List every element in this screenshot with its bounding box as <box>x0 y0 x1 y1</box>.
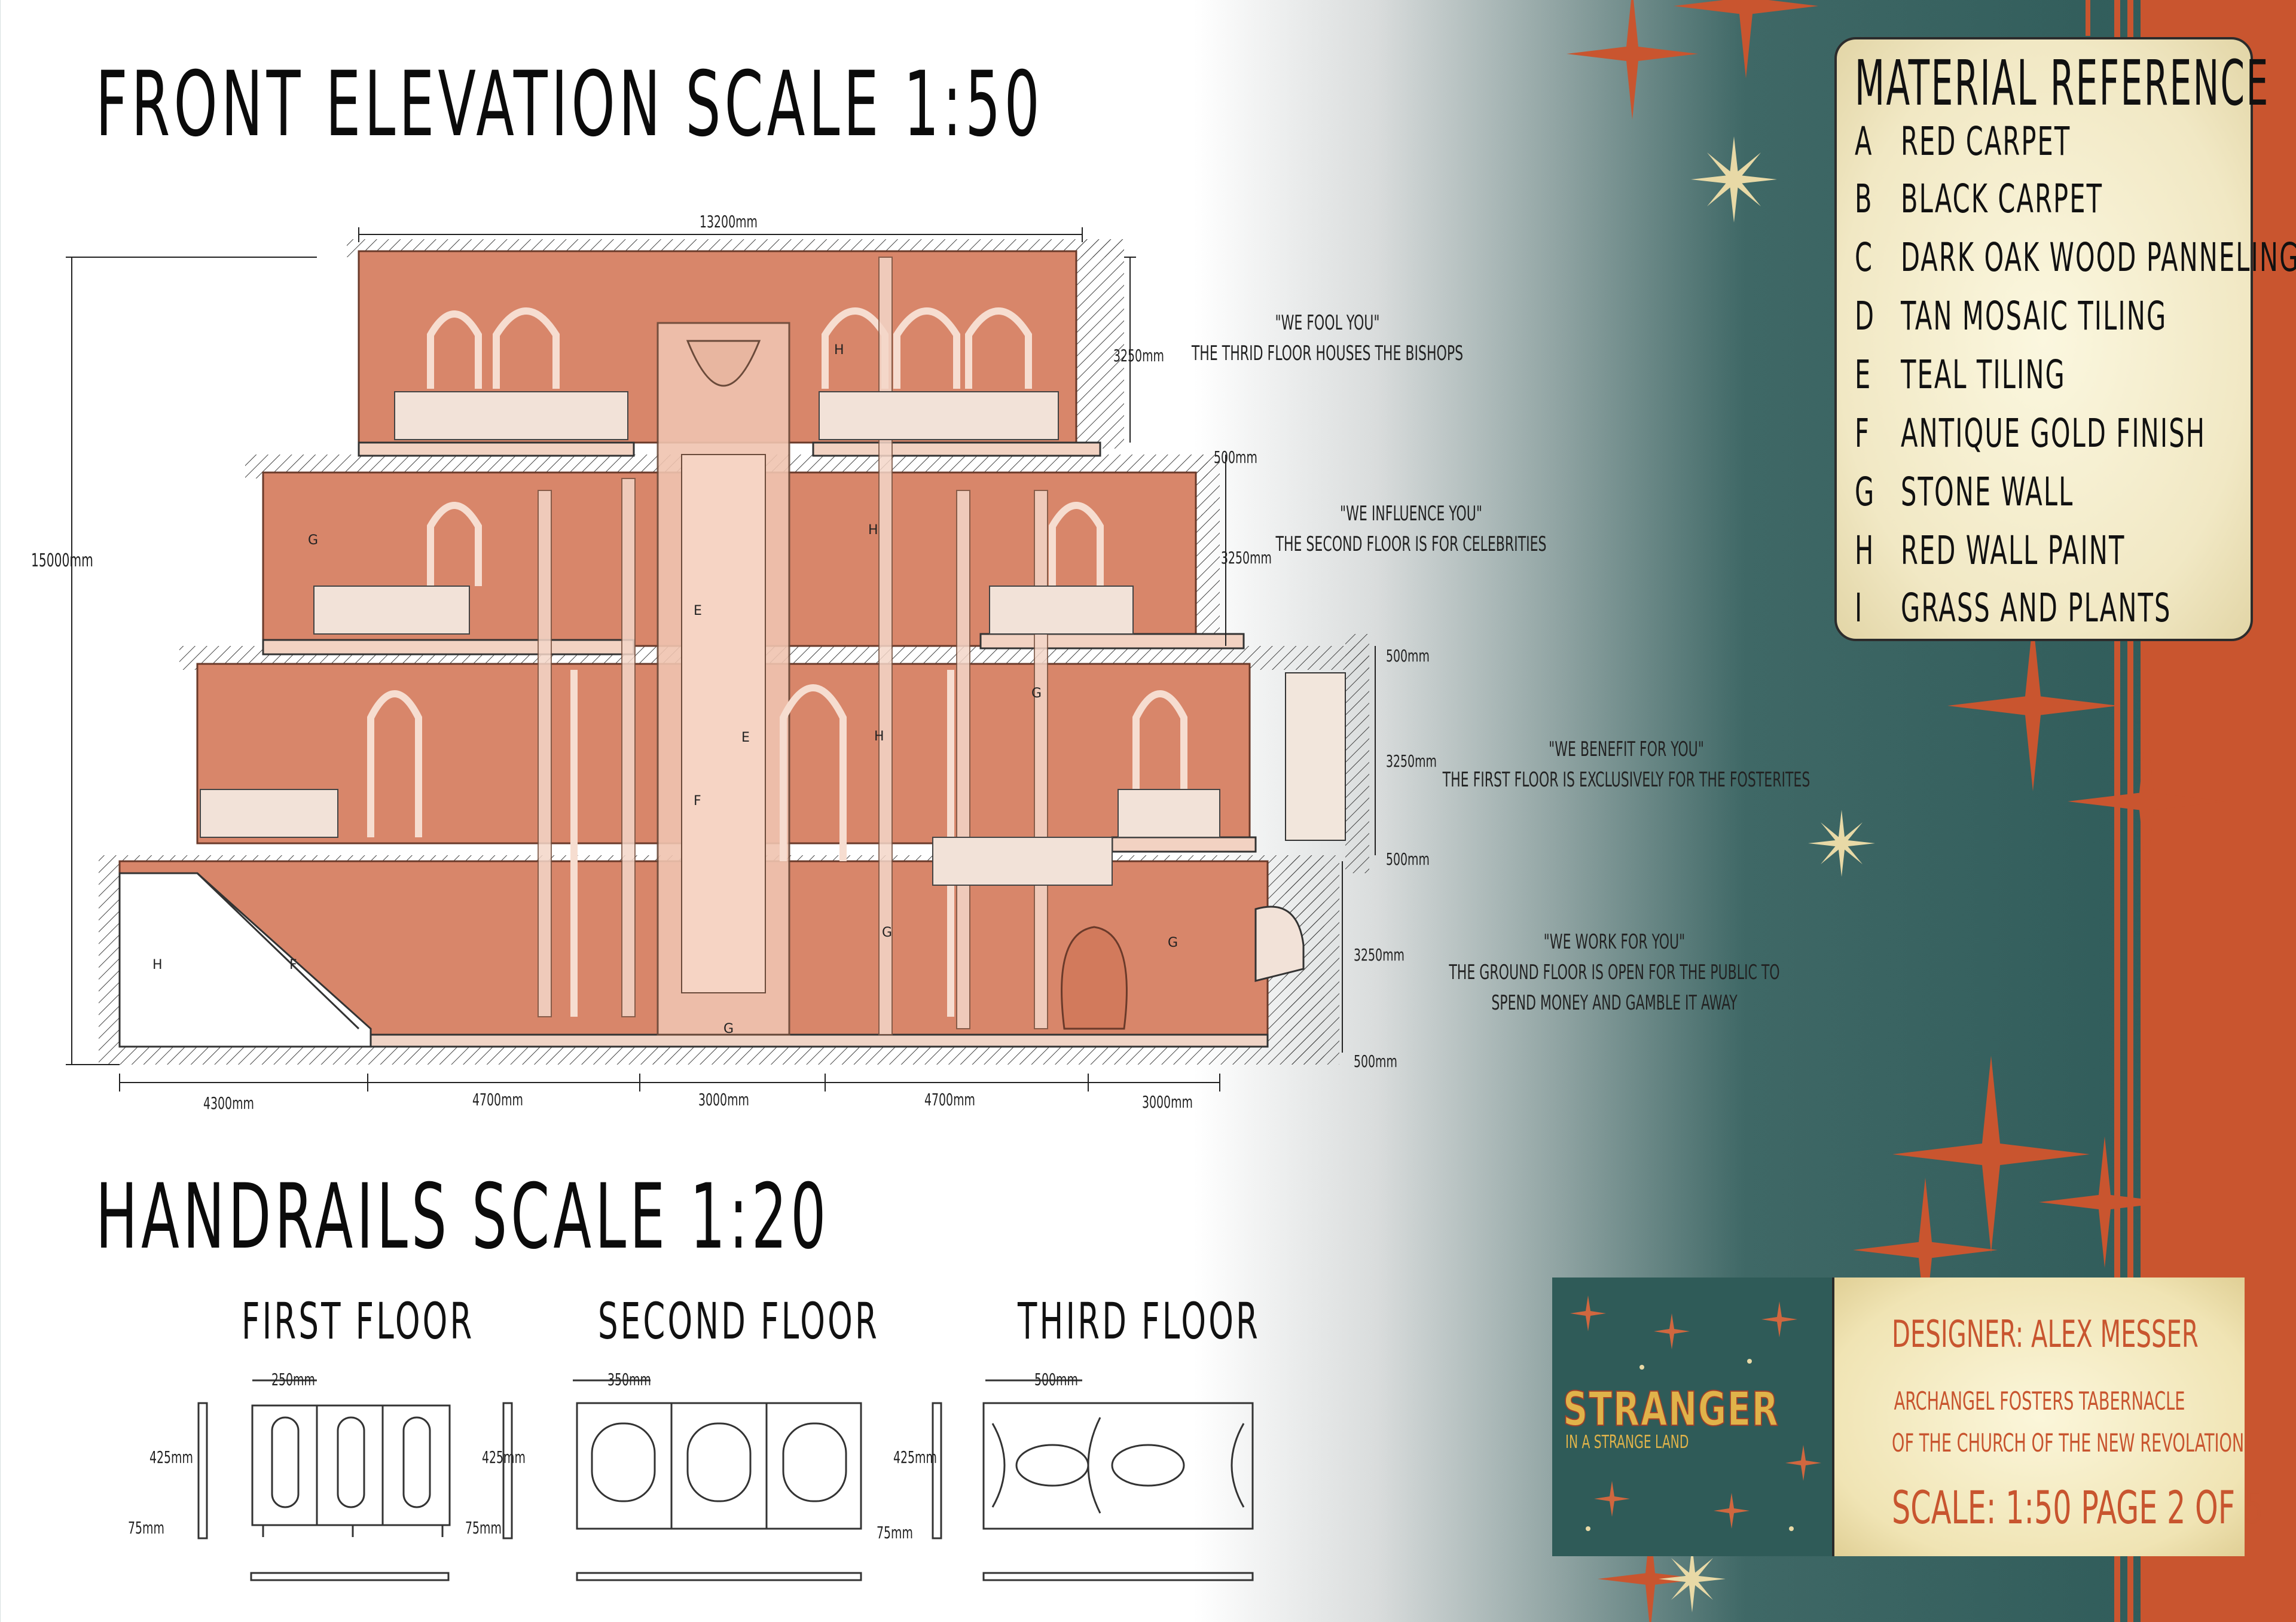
note-text: THE THRID FLOOR HOUSES THE BISHOPS <box>1191 342 1464 365</box>
label-f: F <box>694 794 701 809</box>
material-name: ANTIQUE GOLD FINISH <box>1901 410 2206 456</box>
wall-body <box>118 250 1346 1048</box>
dim-floor-height: 3250mm <box>1354 945 1405 965</box>
material-item: H RED WALL PAINT <box>1855 528 2125 574</box>
note-quote: "WE FOOL YOU" <box>1275 311 1380 335</box>
label-g: G <box>1168 935 1178 950</box>
project-line-2: OF THE CHURCH OF THE NEW REVOLATION <box>1892 1428 2245 1458</box>
material-item: F ANTIQUE GOLD FINISH <box>1855 410 2206 456</box>
material-item: C DARK OAK WOOD PANNELING <box>1855 234 2296 281</box>
dim-slab: 500mm <box>1386 646 1430 666</box>
handrail-base: 75mm <box>128 1518 164 1538</box>
material-letter: G <box>1855 469 1876 515</box>
material-letter: B <box>1855 176 1873 222</box>
material-name: STONE WALL <box>1901 469 2074 515</box>
label-g: G <box>882 925 892 940</box>
dim-floor-height: 3250mm <box>1386 751 1437 771</box>
handrail-label-second: SECOND FLOOR <box>598 1292 880 1350</box>
label-h: H <box>868 523 878 538</box>
dim-bottom: 4300mm <box>203 1093 254 1113</box>
material-name: BLACK CARPET <box>1901 176 2103 222</box>
handrail-width-second: 350mm <box>607 1370 651 1389</box>
material-reference-panel: MATERIAL REFERENCE A RED CARPET B BLACK CA… <box>1834 37 2296 641</box>
stripe-line <box>2114 0 2120 1622</box>
material-letter: C <box>1855 234 1874 281</box>
handrail-height: 425mm <box>149 1447 193 1467</box>
logo-panel: STRANGER IN A STRANGE LAND <box>1552 1278 1834 1556</box>
note-first-floor: "WE BENEFIT FOR YOU" THE FIRST FLOOR IS … <box>1433 734 1820 795</box>
handrails-title: HANDRAILS SCALE 1:20 <box>96 1165 830 1269</box>
material-letter: I <box>1855 585 1864 631</box>
handrail-height: 425mm <box>893 1447 937 1467</box>
material-name: TAN MOSAIC TILING <box>1901 293 2167 339</box>
material-letter: A <box>1855 118 1873 164</box>
material-name: TEAL TILING <box>1901 352 2066 398</box>
front-elevation-title: FRONT ELEVATION SCALE 1:50 <box>96 53 1043 157</box>
note-text: THE GROUND FLOOR IS OPEN FOR THE PUBLIC … <box>1449 961 1780 984</box>
dim-floor-height: 3250mm <box>1221 548 1272 568</box>
material-item: D TAN MOSAIC TILING <box>1855 293 2167 339</box>
dim-bottom: 3000mm <box>698 1090 749 1109</box>
material-letter: D <box>1855 293 1876 339</box>
material-letter: H <box>1855 528 1875 574</box>
label-g: G <box>723 1022 734 1036</box>
note-quote: "WE INFLUENCE YOU" <box>1340 502 1482 526</box>
note-quote: "WE BENEFIT FOR YOU" <box>1549 737 1704 761</box>
material-name: GRASS AND PLANTS <box>1901 585 2172 631</box>
handrail-label-first: FIRST FLOOR <box>242 1292 475 1350</box>
material-name: RED CARPET <box>1901 118 2071 164</box>
note-ground-floor: "WE WORK FOR YOU" THE GROUND FLOOR IS OP… <box>1421 927 1808 1019</box>
dim-bottom: 4700mm <box>924 1090 975 1109</box>
logo-sparkles <box>1570 1295 1821 1531</box>
material-item: A RED CARPET <box>1855 118 2071 164</box>
stripe-line <box>2086 0 2090 36</box>
handrail-height: 425mm <box>482 1447 526 1467</box>
material-letter: F <box>1855 410 1871 456</box>
scale-page: SCALE: 1:50 PAGE 2 OF 5 <box>1892 1481 2263 1534</box>
material-item: G STONE WALL <box>1855 469 2074 515</box>
handrail-label-third: THIRD FLOOR <box>1018 1292 1260 1350</box>
label-g: G <box>308 533 318 548</box>
material-reference-title: MATERIAL REFERENCE <box>1855 47 2270 120</box>
dim-bottom: 3000mm <box>1142 1092 1193 1112</box>
dim-total-height: 15000mm <box>31 550 93 571</box>
front-elevation-drawing: H G H E E H G F G G H F G <box>66 227 1376 1092</box>
handrail-base: 75mm <box>877 1523 913 1542</box>
project-line-1: ARCHANGEL FOSTERS TABERNACLE <box>1894 1386 2185 1416</box>
label-g: G <box>1031 686 1042 701</box>
handrail-width-third: 500mm <box>1034 1370 1078 1389</box>
dim-slab: 500mm <box>1386 849 1430 869</box>
handrail-drawings <box>197 1379 1254 1581</box>
logo-sub: IN A STRANGE LAND <box>1565 1432 1689 1453</box>
dim-floor-height: 3250mm <box>1113 346 1164 365</box>
label-h: H <box>152 958 163 972</box>
dim-bottom: 4700mm <box>472 1090 523 1109</box>
dim-slab: 500mm <box>1214 447 1257 467</box>
note-quote: "WE WORK FOR YOU" <box>1543 930 1686 954</box>
label-f: F <box>289 958 297 972</box>
dim-top-width: 13200mm <box>700 212 758 231</box>
label-e: E <box>694 603 702 618</box>
note-second-floor: "WE INFLUENCE YOU" THE SECOND FLOOR IS F… <box>1217 499 1605 560</box>
logo-main: STRANGER <box>1562 1382 1779 1437</box>
label-e: E <box>741 730 750 745</box>
material-letter: E <box>1855 352 1872 398</box>
stripe-line <box>2127 0 2133 1622</box>
note-text: THE SECOND FLOOR IS FOR CELEBRITIES <box>1275 532 1547 556</box>
title-block: DESIGNER: ALEX MESSER ARCHANGEL FOSTERS … <box>1832 1278 2263 1556</box>
designer-name: DESIGNER: ALEX MESSER <box>1892 1312 2199 1356</box>
dim-slab: 500mm <box>1354 1051 1397 1071</box>
material-name: DARK OAK WOOD PANNELING <box>1901 234 2296 281</box>
note-text: SPEND MONEY AND GAMBLE IT AWAY <box>1491 991 1738 1015</box>
material-name: RED WALL PAINT <box>1901 528 2126 574</box>
handrail-width-first: 250mm <box>271 1370 315 1389</box>
material-item: E TEAL TILING <box>1855 352 2066 398</box>
label-h: H <box>874 729 884 744</box>
note-text: THE FIRST FLOOR IS EXCLUSIVELY FOR THE F… <box>1442 768 1810 792</box>
label-h: H <box>834 343 844 358</box>
material-item: I GRASS AND PLANTS <box>1855 585 2171 631</box>
note-third-floor: "WE FOOL YOU" THE THRID FLOOR HOUSES THE… <box>1134 308 1521 369</box>
material-item: B BLACK CARPET <box>1855 176 2103 222</box>
handrail-base: 75mm <box>465 1518 502 1538</box>
